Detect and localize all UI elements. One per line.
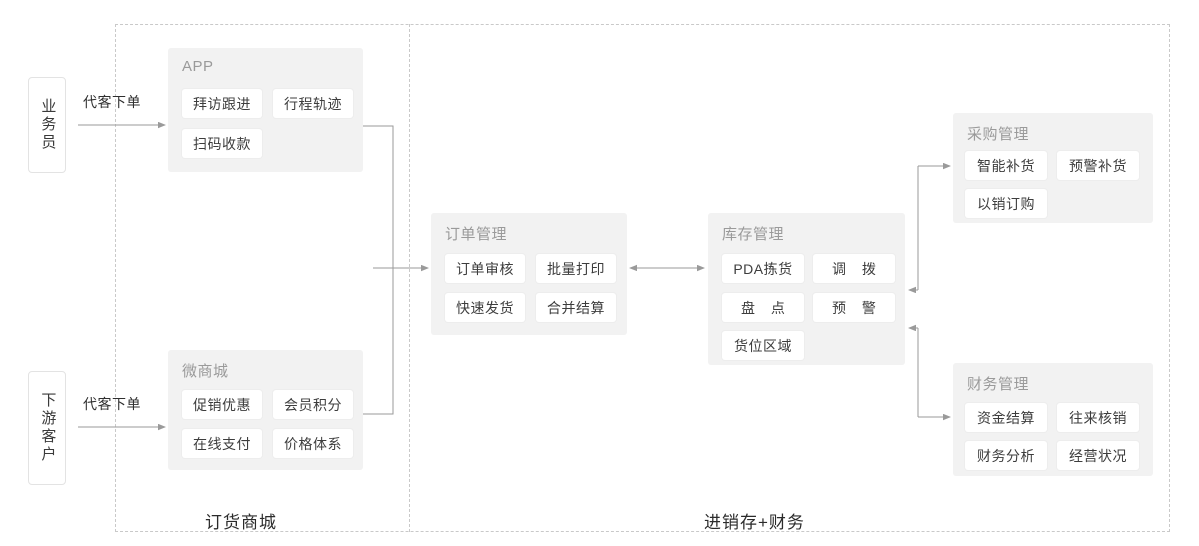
section-divider [409, 24, 410, 532]
section-caption-ordering-mall: 订货商城 [205, 513, 277, 532]
chip-inventory-transfer[interactable]: 调 拨 [813, 254, 895, 283]
panel-order-management-title: 订单管理 [445, 226, 508, 243]
chip-inventory-stocktake[interactable]: 盘 点 [722, 293, 804, 322]
panel-purchase-management: 采购管理 智能补货 预警补货 以销订购 [953, 113, 1153, 223]
chip-order-merge-settle[interactable]: 合并结算 [536, 293, 616, 322]
actor-downstream-customer-label: 下游客户 [39, 392, 57, 464]
chip-purchase-alert-replenish[interactable]: 预警补货 [1057, 151, 1139, 180]
chip-finance-business-status[interactable]: 经营状况 [1057, 441, 1139, 470]
actor-salesperson[interactable]: 业务员 [28, 77, 66, 173]
panel-wechat-mall-title: 微商城 [182, 363, 229, 380]
chip-order-batch-print[interactable]: 批量打印 [536, 254, 616, 283]
chip-mall-price-system[interactable]: 价格体系 [273, 429, 353, 458]
chip-mall-online-payment[interactable]: 在线支付 [182, 429, 262, 458]
chip-mall-member-points[interactable]: 会员积分 [273, 390, 353, 419]
chip-inventory-pda-picking[interactable]: PDA拣货 [722, 254, 804, 283]
actor-salesperson-label: 业务员 [39, 98, 57, 152]
chip-order-review[interactable]: 订单审核 [445, 254, 525, 283]
panel-inventory-management: 库存管理 PDA拣货 调 拨 盘 点 预 警 货位区域 [708, 213, 905, 365]
chip-finance-fund-settlement[interactable]: 资金结算 [965, 403, 1047, 432]
actor-downstream-customer[interactable]: 下游客户 [28, 371, 66, 485]
panel-finance-management: 财务管理 资金结算 往来核销 财务分析 经营状况 [953, 363, 1153, 476]
panel-app-title: APP [182, 58, 214, 75]
chip-purchase-sell-to-order[interactable]: 以销订购 [965, 189, 1047, 218]
chip-app-visit-followup[interactable]: 拜访跟进 [182, 89, 262, 118]
flow-label-top: 代客下单 [83, 94, 141, 110]
section-caption-erp-finance: 进销存+财务 [704, 513, 805, 532]
flow-label-bottom: 代客下单 [83, 396, 141, 412]
panel-finance-management-title: 财务管理 [967, 376, 1030, 393]
chip-finance-analysis[interactable]: 财务分析 [965, 441, 1047, 470]
chip-inventory-location-zone[interactable]: 货位区域 [722, 331, 804, 360]
chip-inventory-alert[interactable]: 预 警 [813, 293, 895, 322]
panel-wechat-mall: 微商城 促销优惠 会员积分 在线支付 价格体系 [168, 350, 363, 470]
panel-inventory-management-title: 库存管理 [722, 226, 785, 243]
chip-order-fast-ship[interactable]: 快速发货 [445, 293, 525, 322]
panel-order-management: 订单管理 订单审核 批量打印 快速发货 合并结算 [431, 213, 627, 335]
chip-app-scan-payment[interactable]: 扫码收款 [182, 129, 262, 158]
chip-app-trip-track[interactable]: 行程轨迹 [273, 89, 353, 118]
chip-mall-promotion[interactable]: 促销优惠 [182, 390, 262, 419]
diagram-outer-boundary [115, 24, 1170, 532]
chip-purchase-smart-replenish[interactable]: 智能补货 [965, 151, 1047, 180]
chip-finance-ar-ap-writeoff[interactable]: 往来核销 [1057, 403, 1139, 432]
panel-purchase-management-title: 采购管理 [967, 126, 1030, 143]
panel-app: APP 拜访跟进 行程轨迹 扫码收款 [168, 48, 363, 172]
